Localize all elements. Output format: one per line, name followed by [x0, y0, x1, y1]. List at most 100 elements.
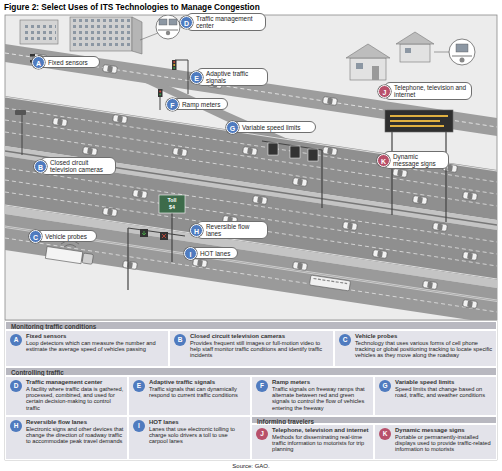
vehicles [45, 247, 93, 266]
its-devices [22, 115, 23, 155]
callout-text: Variable speed limits [242, 124, 301, 131]
callout-text: HOT lanes [200, 250, 230, 257]
vehicles [463, 252, 478, 261]
letter-circle: B [174, 334, 186, 346]
callout-box: AFixed sensors [38, 56, 100, 68]
cell-description: Lanes that use electronic tolling to cha… [149, 426, 247, 445]
letter-circle: D [180, 16, 193, 29]
figure-title: Figure 2: Select Uses of ITS Technologie… [4, 2, 498, 12]
vehicles [33, 54, 478, 309]
its-devices [188, 60, 189, 94]
vehicles [463, 192, 478, 201]
cell-description: Portable or permanently-installed displa… [395, 434, 493, 453]
letter-circle: K [379, 428, 391, 440]
table-frame [5, 321, 497, 460]
callout-box: EAdaptive traffic signals [196, 68, 268, 86]
vehicles [53, 118, 68, 127]
vehicles [373, 250, 388, 259]
buildings [452, 56, 472, 57]
callout-text: Vehicle probes [45, 233, 87, 240]
roadway [5, 108, 497, 182]
cell-description: A facility where traffic data is gathere… [26, 386, 124, 411]
its-devices [173, 64, 175, 66]
its-devices [162, 234, 166, 238]
cell-heading: Closed circuit television cameras [190, 333, 330, 340]
vehicles [133, 190, 148, 199]
its-devices [173, 61, 175, 63]
letter-circle: A [32, 56, 45, 69]
cell-heading: Variable speed limits [395, 379, 493, 386]
its-devices [128, 228, 185, 236]
vehicles [309, 275, 350, 291]
vehicles [83, 147, 98, 156]
vehicles [323, 147, 338, 156]
roadway [5, 44, 497, 320]
vehicles [103, 208, 118, 217]
cell-description: Speed limits that change based on road, … [395, 386, 493, 399]
vehicles [433, 223, 448, 232]
letter-circle: J [256, 428, 268, 440]
cell-description: Loop detectors which can measure the num… [26, 340, 165, 353]
its-devices [391, 132, 392, 215]
callout-text: Closed circuit television cameras [50, 159, 112, 173]
buildings [405, 48, 411, 53]
its-devices [268, 143, 278, 155]
callout-box: FRamp meters [172, 98, 228, 110]
vehicles [463, 300, 478, 309]
letter-circle: C [339, 334, 351, 346]
cell-heading: Ramp meters [272, 379, 370, 386]
legend-cell: EAdaptive traffic signalsTraffic signals… [128, 376, 251, 416]
letter-circle: G [379, 380, 391, 392]
cell-description: Traffic signals on freeway ramps that al… [272, 386, 370, 411]
its-devices [140, 229, 148, 237]
its-devices [390, 125, 444, 127]
letter-circle: I [184, 247, 197, 260]
callout-box: GVariable speed limits [232, 121, 316, 133]
cell-description: Technology that uses various forms of ce… [355, 340, 493, 359]
its-devices [159, 195, 185, 213]
buildings [132, 17, 142, 54]
source-caption: Source: GAO. [0, 462, 502, 470]
buildings [346, 44, 390, 58]
letter-circle: E [133, 380, 145, 392]
cell-heading: Dynamic message signs [395, 427, 493, 434]
buildings [460, 58, 465, 63]
vehicles [343, 222, 358, 231]
vehicles [123, 261, 138, 270]
legend-cell: AFixed sensorsLoop detectors which can m… [5, 330, 169, 367]
roadway [5, 238, 497, 312]
buildings [140, 33, 158, 40]
its-devices [159, 91, 161, 93]
vehicles [173, 148, 188, 157]
callout-box: CVehicle probes [35, 230, 97, 242]
its-devices [390, 115, 448, 117]
letter-circle: F [256, 380, 268, 392]
callout-box: DTraffic management center [186, 13, 266, 31]
sign-text: Toll [159, 197, 185, 203]
callout-text: Fixed sensors [48, 59, 88, 66]
callout-box: IHOT lanes [190, 247, 238, 259]
buildings [400, 44, 430, 62]
its-devices [385, 110, 453, 132]
letter-circle: I [133, 420, 145, 432]
callout-text: Adaptive traffic signals [206, 70, 264, 84]
its-devices [172, 60, 177, 70]
its-devices [159, 94, 161, 96]
callout-box: JTelephone, television and internet [384, 82, 472, 100]
vehicles [323, 97, 338, 106]
callout-text: Ramp meters [182, 101, 220, 108]
buildings [158, 30, 178, 31]
buildings [20, 20, 58, 44]
buildings [396, 32, 434, 44]
letter-circle: F [166, 98, 179, 111]
buildings [72, 19, 130, 49]
callout-box: BClosed circuit television cameras [40, 157, 116, 175]
letter-circle: C [29, 230, 42, 243]
callout-box: HReversible flow lanes [196, 221, 268, 239]
its-devices [142, 231, 146, 235]
letter-circle: G [226, 121, 239, 134]
vehicles [113, 115, 128, 124]
cell-description: Provides frequent still images or full-m… [190, 340, 330, 359]
vehicles [253, 196, 268, 205]
